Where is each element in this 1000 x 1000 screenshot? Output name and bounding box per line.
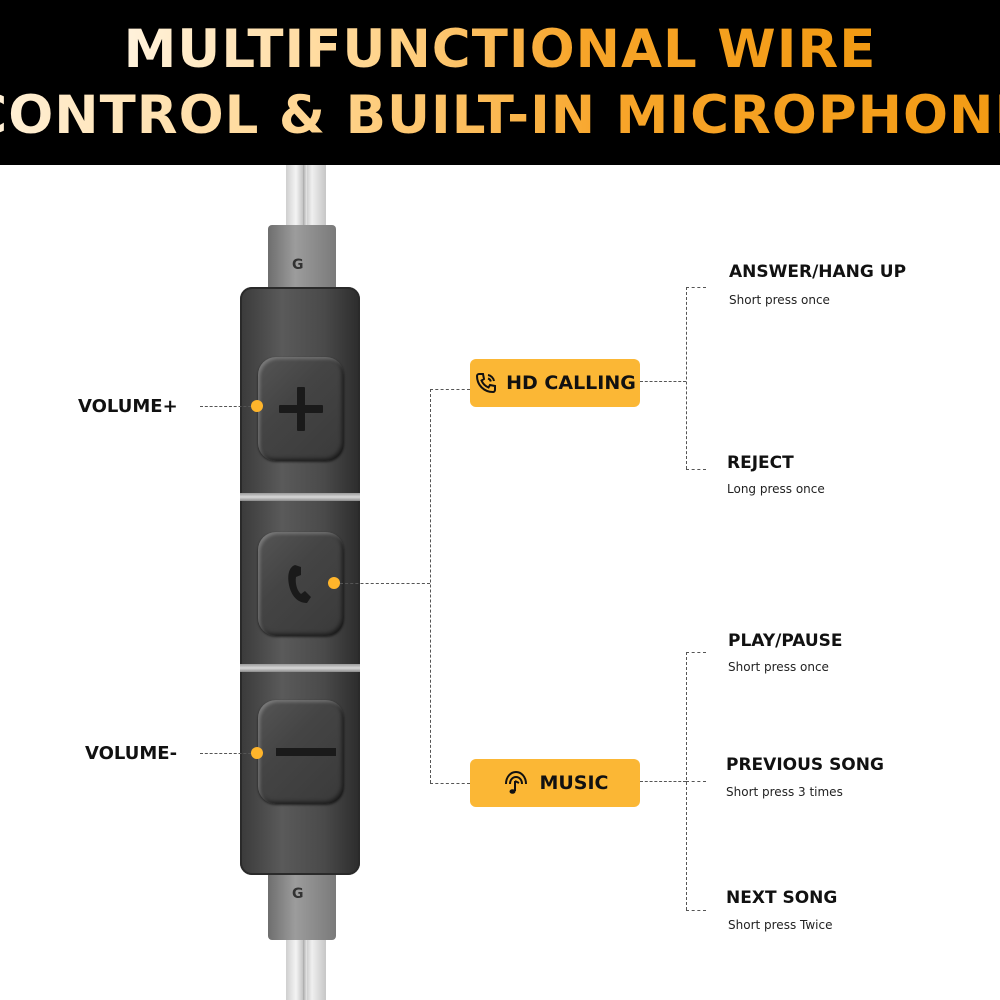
function-title: NEXT SONG xyxy=(726,888,838,908)
calling-bracket-bottom xyxy=(686,469,706,470)
music-icon xyxy=(505,770,528,794)
volume-down-button[interactable] xyxy=(258,700,344,804)
function-action: Long press once xyxy=(727,482,825,496)
music-bracket-stem xyxy=(640,781,686,782)
title-line-1: MULTIFUNCTIONAL WIRE xyxy=(124,17,877,83)
inline-remote xyxy=(240,287,360,875)
strain-relief-bottom: G xyxy=(268,868,336,940)
remote-seam xyxy=(240,664,360,672)
call-connector-vertical xyxy=(430,389,431,783)
volume-up-label: VOLUME+ xyxy=(78,396,178,417)
volume-up-connector xyxy=(200,406,256,407)
call-connector xyxy=(340,583,430,584)
volume-down-connector xyxy=(200,753,256,754)
calling-bracket xyxy=(686,287,687,469)
function-action: Short press once xyxy=(729,293,830,307)
music-branch xyxy=(430,783,470,784)
phone-icon xyxy=(476,373,497,394)
function-title: PLAY/PAUSE xyxy=(728,631,843,651)
volume-up-button[interactable] xyxy=(258,357,344,461)
calling-bracket-top xyxy=(686,287,706,288)
music-label: MUSIC xyxy=(539,772,609,794)
strain-mark-bottom: G xyxy=(292,886,304,902)
handset-icon xyxy=(288,565,311,603)
cable-bottom xyxy=(286,930,326,1000)
music-bracket-middle xyxy=(686,781,706,782)
calling-branch xyxy=(430,389,470,390)
plus-icon xyxy=(279,387,323,431)
title-line-2: CONTROL & BUILT-IN MICROPHONE xyxy=(0,83,1000,149)
volume-down-label: VOLUME- xyxy=(85,743,178,764)
hd-calling-pill: HD CALLING xyxy=(470,359,640,407)
remote-seam xyxy=(240,493,360,501)
function-title: PREVIOUS SONG xyxy=(726,755,884,775)
hd-calling-label: HD CALLING xyxy=(506,372,636,394)
minus-icon xyxy=(276,748,336,756)
cable-top xyxy=(286,165,326,235)
music-bracket-top xyxy=(686,652,706,653)
function-title: REJECT xyxy=(727,453,794,473)
music-bracket-bottom xyxy=(686,910,706,911)
volume-up-dot xyxy=(251,400,263,412)
title-banner: MULTIFUNCTIONAL WIRE CONTROL & BUILT-IN … xyxy=(0,0,1000,165)
volume-down-dot xyxy=(251,747,263,759)
function-title: ANSWER/HANG UP xyxy=(729,262,907,282)
calling-bracket-stem xyxy=(640,381,686,382)
music-pill: MUSIC xyxy=(470,759,640,807)
function-action: Short press 3 times xyxy=(726,785,843,799)
strain-relief-top: G xyxy=(268,225,336,295)
function-action: Short press Twice xyxy=(728,918,833,932)
strain-mark-top: G xyxy=(292,257,304,273)
call-button-dot xyxy=(328,577,340,589)
function-action: Short press once xyxy=(728,660,829,674)
